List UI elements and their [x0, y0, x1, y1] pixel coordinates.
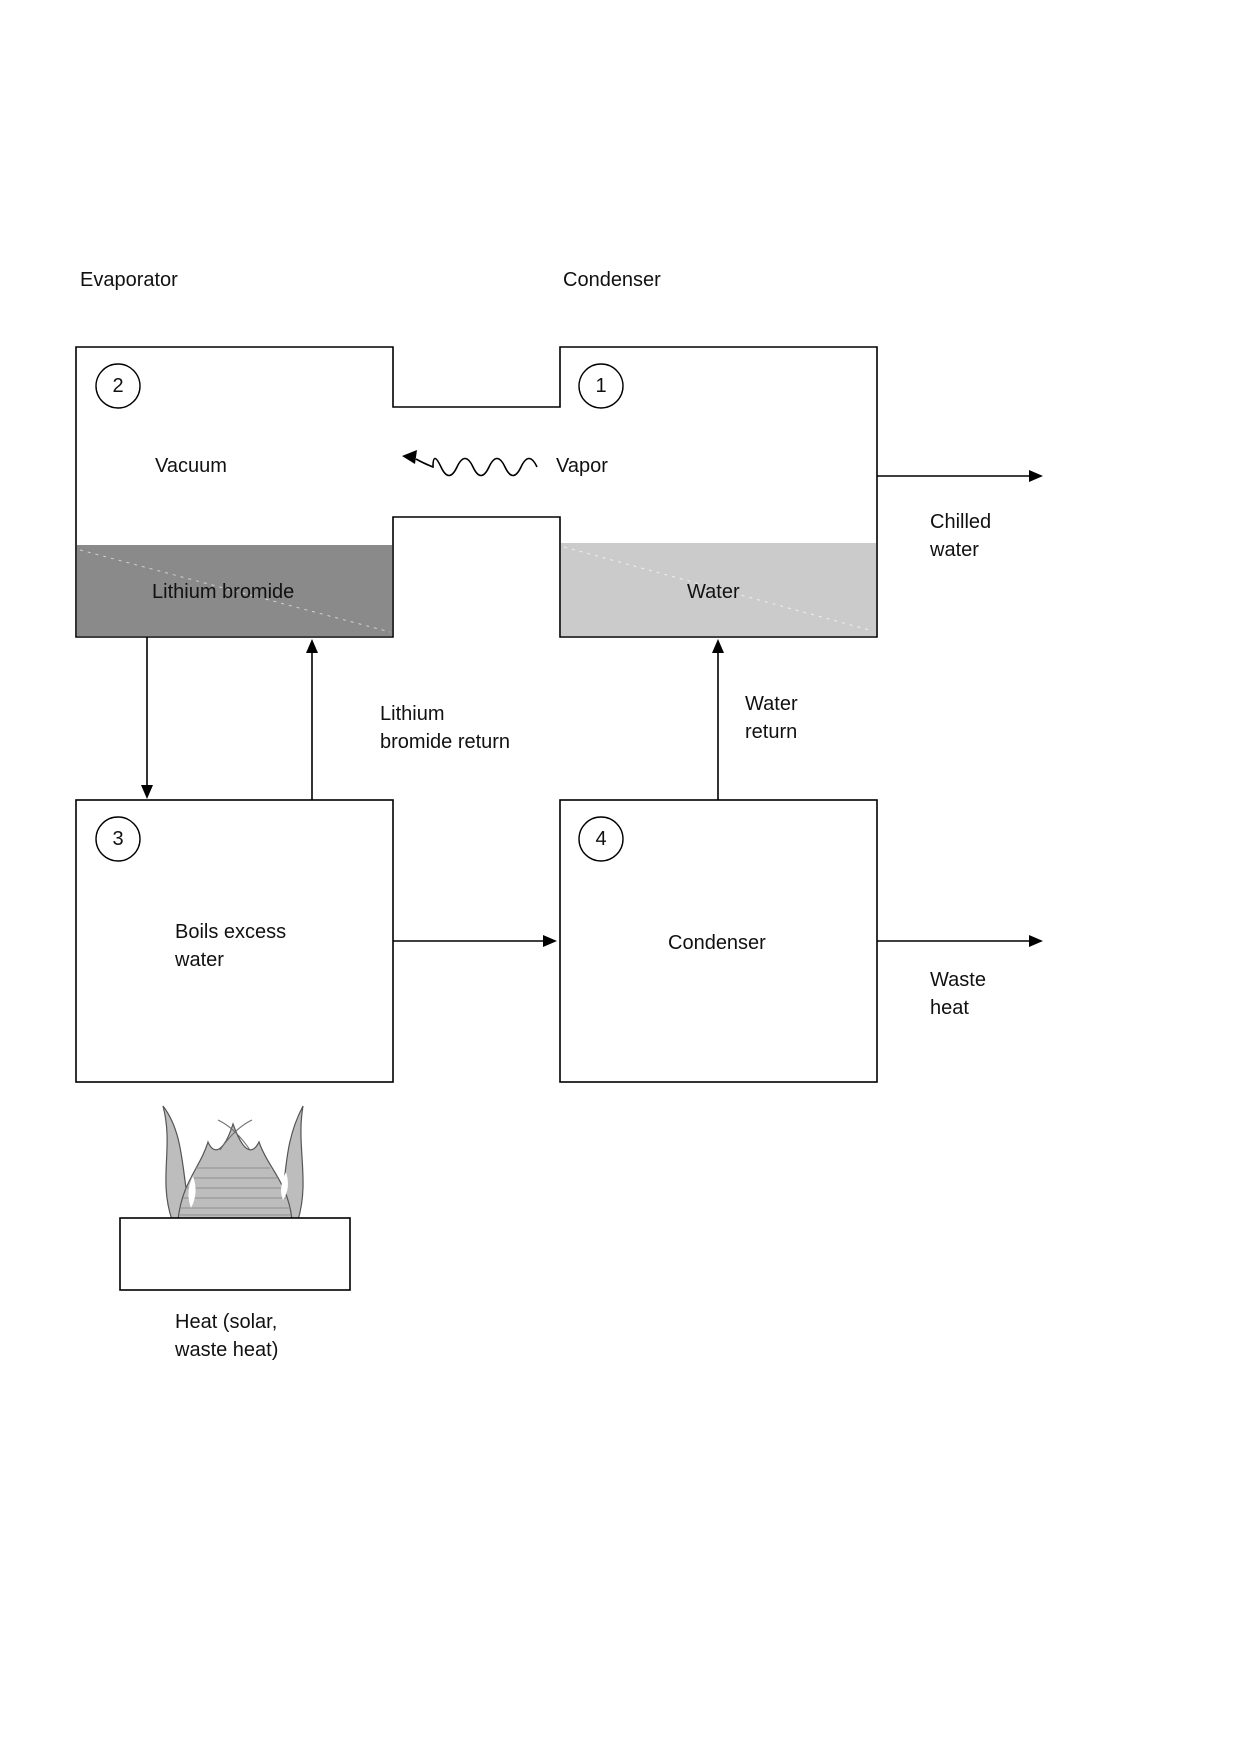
generator-to-condenser-arrow	[393, 935, 557, 947]
lithium-bromide-return-arrowhead	[306, 639, 318, 653]
chilled-water-arrow	[877, 470, 1043, 482]
flame-gap-right	[281, 1172, 288, 1200]
vapor-flow-arrow	[402, 450, 538, 477]
step-circle-1	[578, 363, 624, 409]
water-return-arrow	[712, 639, 724, 800]
boils-excess-water-label: Boils excess water	[175, 921, 287, 971]
generator-to-condenser-arrowhead	[543, 935, 557, 947]
water-surface-line	[563, 546, 874, 632]
step-circle-4	[578, 816, 624, 862]
evaporator-condenser-vessel-outline	[75, 346, 878, 638]
vapor-label: Vapor	[556, 455, 608, 477]
water-label: Water	[687, 581, 740, 603]
burner-box	[119, 1217, 351, 1291]
step-circle-3	[95, 816, 141, 862]
chilled-water-arrowhead	[1029, 470, 1043, 482]
generator-box	[75, 799, 394, 1083]
flame-hatch-lines	[180, 1167, 291, 1216]
lithium-bromide-pool	[77, 545, 392, 636]
waste-heat-label: Waste heat	[930, 969, 986, 1019]
vapor-arrowhead	[402, 450, 417, 464]
condenser-box-label: Condenser	[668, 932, 766, 954]
step-number-4: 4	[595, 828, 607, 850]
water-return-arrowhead	[712, 639, 724, 653]
lithium-bromide-down-arrow	[141, 637, 153, 799]
lithium-bromide-label: Lithium bromide	[152, 581, 295, 603]
lithium-bromide-return-arrow	[306, 639, 318, 800]
step-circle-2	[95, 363, 141, 409]
flame-icon	[162, 1105, 304, 1221]
condenser-title: Condenser	[563, 269, 661, 291]
waste-heat-arrow	[877, 935, 1043, 947]
step-number-1: 1	[595, 375, 607, 397]
vacuum-label: Vacuum	[155, 455, 227, 477]
evaporator-title: Evaporator	[80, 269, 178, 291]
step-number-3: 3	[112, 828, 124, 850]
liquid-pools	[77, 543, 876, 636]
step-number-2: 2	[112, 375, 124, 397]
lithium-bromide-down-arrowhead	[141, 785, 153, 799]
flame-gap-left	[188, 1176, 196, 1208]
heat-source-label: Heat (solar, waste heat)	[175, 1311, 279, 1361]
chilled-water-label: Chilled water	[930, 511, 992, 561]
lithium-bromide-surface-line	[79, 549, 391, 633]
lithium-bromide-return-label: Lithium bromide return	[380, 703, 511, 753]
waste-heat-arrowhead	[1029, 935, 1043, 947]
water-return-label: Water return	[745, 693, 798, 743]
